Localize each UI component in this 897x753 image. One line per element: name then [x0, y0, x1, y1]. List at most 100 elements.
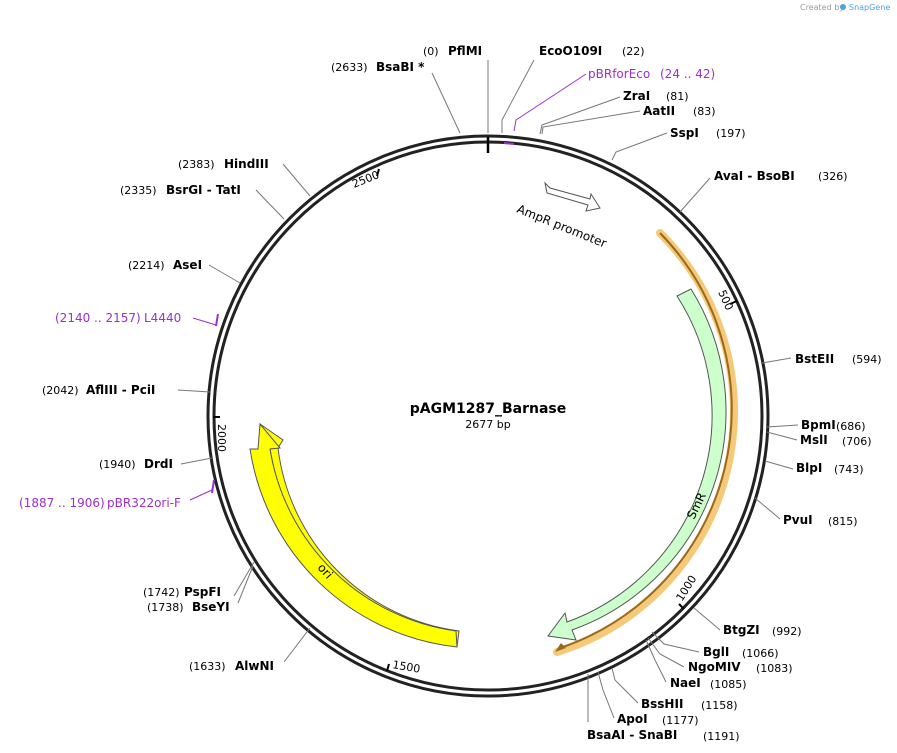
connector-asei	[208, 264, 241, 284]
tick-label-2000: 2000	[215, 424, 228, 452]
site-pos-avai: (326)	[818, 170, 848, 183]
connector-bseyi	[237, 565, 254, 604]
connector-bsabi	[431, 72, 461, 134]
connector-zrai	[539, 96, 621, 135]
barnase-highlight-line	[559, 232, 733, 649]
credit-brand: SnapGene	[849, 3, 890, 12]
site-name-hindiii[interactable]: HindIII	[224, 157, 269, 171]
site-pos-aatii: (83)	[693, 105, 716, 118]
site-name-zrai[interactable]: ZraI	[623, 89, 650, 103]
site-pos-bsrgi: (2335)	[120, 184, 157, 197]
site-pos-pfimi: (0)	[423, 45, 439, 58]
site-name-pspfi[interactable]: PspFI	[184, 585, 221, 599]
tick-500	[729, 300, 738, 305]
site-name-bpmi[interactable]: BpmI	[801, 418, 836, 432]
primer-marks	[189, 73, 587, 501]
site-pos-apoi: (1177)	[662, 714, 699, 727]
site-name-bsshii[interactable]: BssHII	[641, 697, 683, 711]
connector-pspfi	[233, 561, 255, 597]
connector-bpmi	[766, 424, 799, 428]
tick-2500	[376, 168, 380, 177]
site-pos-pspfi: (1742)	[143, 586, 180, 599]
plasmid-title: pAGM1287_Barnase 2677 bp	[410, 401, 567, 431]
site-connectors	[177, 59, 799, 722]
site-pos-bsshii: (1158)	[701, 699, 738, 712]
site-pos-bsteii: (594)	[852, 353, 882, 366]
site-pos-ngomiv: (1083)	[756, 662, 793, 675]
site-name-pfimi[interactable]: PflMI	[448, 44, 482, 58]
primer-name-pbr322ori[interactable]: pBR322ori-F	[107, 496, 181, 510]
connector-blpi	[764, 460, 794, 470]
site-name-bsrgi[interactable]: BsrGI - TatI	[166, 183, 241, 197]
plasmid-length: 2677 bp	[465, 418, 510, 431]
tick-label-1500: 1500	[391, 658, 421, 676]
tick-label-2500: 2500	[350, 168, 381, 191]
site-pos-sspi: (197)	[716, 127, 746, 140]
site-name-alwni[interactable]: AlwNI	[235, 659, 274, 673]
site-pos-alwni: (1633)	[189, 660, 226, 673]
site-name-eco0109i[interactable]: EcoO109I	[539, 44, 602, 58]
primer-name-pbrforeco[interactable]: pBRforEco	[588, 67, 650, 81]
barnase-arrowhead	[555, 643, 566, 652]
site-name-naei[interactable]: NaeI	[670, 676, 701, 690]
site-name-bsteii[interactable]: BstEII	[795, 352, 834, 366]
site-name-bsaai[interactable]: BsaAI - SnaBI	[587, 728, 677, 742]
pbrforeco-mark	[503, 142, 515, 145]
plasmid-name: pAGM1287_Barnase	[410, 401, 567, 417]
backbone-outer-ring	[206, 134, 770, 698]
smr-arrow[interactable]	[547, 288, 727, 641]
primer-name-l4440[interactable]: L4440	[144, 311, 181, 325]
site-name-pvui[interactable]: PvuI	[783, 513, 813, 527]
site-name-ngomiv[interactable]: NgoMIV	[688, 660, 741, 674]
connector-afliii	[177, 389, 211, 393]
connector-sspi	[611, 132, 668, 161]
primer-range-l4440: (2140 .. 2157)	[55, 311, 141, 325]
site-pos-bgli: (1066)	[742, 647, 779, 660]
site-name-bseyi[interactable]: BseYI	[192, 600, 230, 614]
site-name-msli[interactable]: MslI	[800, 433, 828, 447]
l4440-connector	[192, 317, 217, 326]
site-name-btgzi[interactable]: BtgZI	[723, 623, 760, 637]
tick-1000	[678, 603, 685, 610]
site-name-bsabi[interactable]: BsaBI *	[376, 60, 425, 74]
site-name-drdi[interactable]: DrdI	[144, 457, 173, 471]
primer-range-pbr322ori: (1887 .. 1906)	[19, 496, 105, 510]
pbrforeco-connector	[513, 73, 587, 132]
ori-arrow-body[interactable]	[249, 422, 458, 648]
site-name-afliii[interactable]: AflIII - PciI	[86, 383, 155, 397]
credit-prefix: Created by	[800, 3, 844, 12]
connector-naei	[645, 639, 667, 683]
tick-label-1000: 1000	[674, 573, 700, 604]
connector-aatii	[541, 110, 641, 135]
site-name-sspi[interactable]: SspI	[670, 126, 699, 140]
site-pos-zrai: (81)	[666, 90, 689, 103]
site-name-blpi[interactable]: BlpI	[796, 461, 822, 475]
site-name-asei[interactable]: AseI	[173, 258, 202, 272]
connector-bsrgi	[255, 189, 285, 220]
tick-1500	[386, 663, 390, 672]
connector-ngomiv	[647, 637, 685, 668]
connector-alwni	[283, 627, 311, 663]
pbr322ori-connector	[189, 489, 213, 501]
ampr-promoter-arrow[interactable]	[544, 181, 601, 212]
connector-pvui	[754, 497, 781, 520]
site-name-avai[interactable]: AvaI - BsoBI	[714, 169, 795, 183]
site-pos-pvui: (815)	[828, 515, 858, 528]
connector-msli	[766, 431, 798, 441]
site-name-apoi[interactable]: ApoI	[617, 712, 648, 726]
site-pos-blpi: (743)	[834, 463, 864, 476]
site-pos-bpmi: (686)	[836, 420, 866, 433]
connector-eco0109i	[501, 59, 535, 133]
connector-drdi	[180, 457, 213, 465]
l4440-mark	[215, 313, 219, 327]
site-pos-afliii: (2042)	[42, 384, 79, 397]
connector-bgli	[651, 631, 700, 653]
site-name-bgli[interactable]: BglI	[703, 645, 729, 659]
site-labels: (0) PflMI (2633) BsaBI * EcoO109I (22) p…	[19, 44, 882, 743]
site-pos-bsabi: (2633)	[331, 61, 368, 74]
connector-avai	[679, 177, 711, 213]
site-pos-bseyi: (1738)	[147, 601, 184, 614]
site-name-aatii[interactable]: AatII	[643, 104, 675, 118]
connector-apoi	[597, 671, 615, 719]
site-pos-naei: (1085)	[710, 678, 747, 691]
